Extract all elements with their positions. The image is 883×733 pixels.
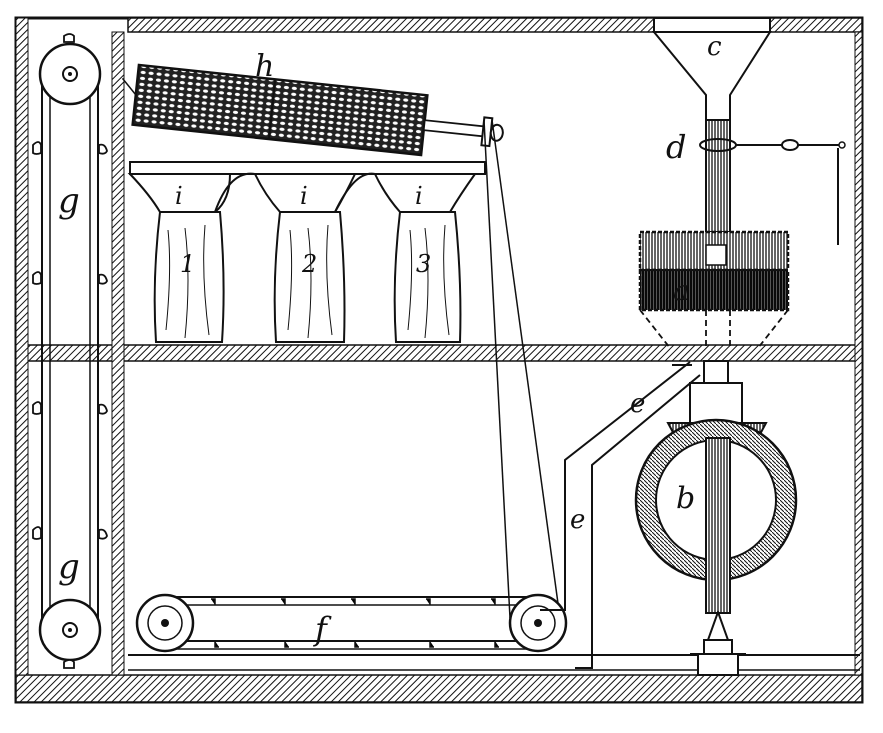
right-wall <box>854 31 863 676</box>
inner-left-wall <box>111 31 125 676</box>
top-beam <box>127 17 655 33</box>
millstones-a: a <box>638 230 790 349</box>
gear-b: b <box>634 360 798 676</box>
spindle-d: d <box>666 119 846 245</box>
sack-2-label: 2 <box>301 250 317 278</box>
chute-e: e e <box>540 361 701 669</box>
label-h: h <box>255 49 274 84</box>
sack-1-label: 1 <box>180 250 195 278</box>
spout-board: i i i <box>127 161 486 213</box>
label-i-3: i <box>415 182 423 210</box>
label-a: a <box>673 274 690 307</box>
label-g-lower: g <box>58 547 80 587</box>
label-g-upper: g <box>58 181 80 221</box>
top-beam-right <box>769 17 863 33</box>
sack-3-label: 3 <box>416 250 431 278</box>
label-d: d <box>666 128 686 166</box>
bottom-floor <box>15 674 863 703</box>
label-c: c <box>707 32 722 62</box>
label-b: b <box>676 481 695 516</box>
label-e-upper: e <box>630 389 645 419</box>
label-i-1: i <box>175 182 183 210</box>
left-wall <box>15 17 29 676</box>
reel-h <box>121 63 504 157</box>
hopper-c: c <box>651 17 772 121</box>
middle-floor <box>15 344 863 362</box>
label-e-lower: e <box>570 505 585 535</box>
label-i-2: i <box>300 182 308 210</box>
drive-belt <box>483 119 561 619</box>
elevator-g: g g <box>32 33 108 669</box>
sacks: 1 2 3 <box>153 211 462 343</box>
